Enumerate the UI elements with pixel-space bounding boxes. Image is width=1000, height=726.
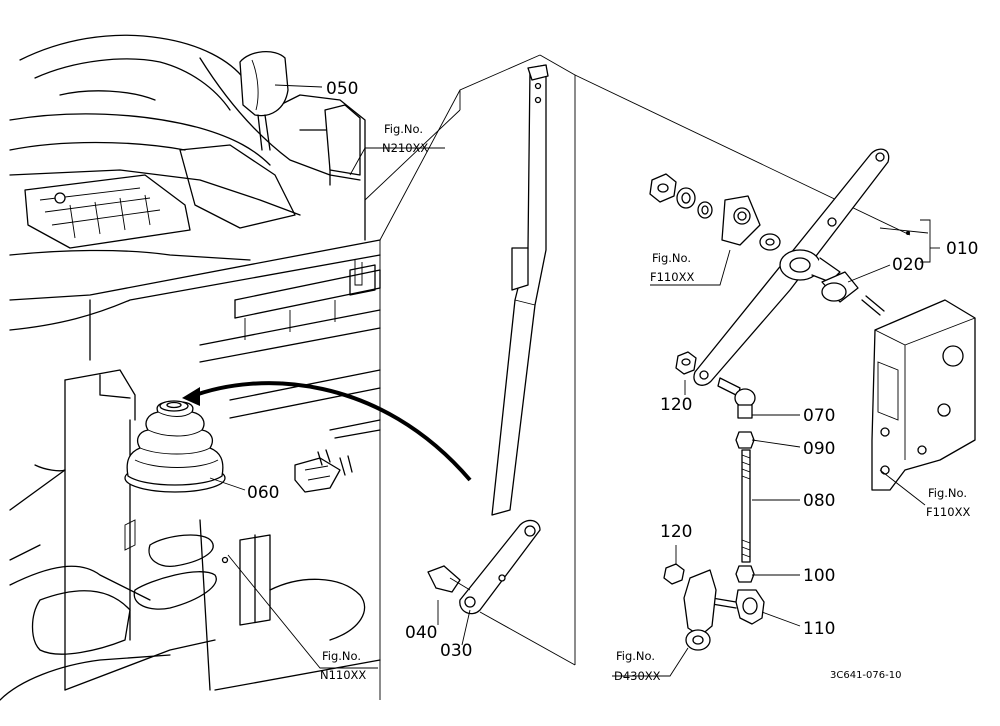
ball-joint-110: [711, 589, 765, 625]
fig-ref-f110-top: F110XX: [650, 270, 694, 284]
shift-lever-knob: [239, 51, 361, 176]
nut-120-upper: [675, 351, 697, 375]
fig-ref-f110-right: F110XX: [926, 505, 970, 519]
leader-lines: [209, 84, 940, 677]
label-020: 020: [892, 255, 924, 275]
nut-100: [735, 565, 755, 583]
bolt-040: [427, 565, 471, 593]
tractor-body-illustration: [0, 34, 381, 701]
label-100: 100: [803, 566, 835, 586]
assembly-arrow: [189, 381, 472, 482]
fig-ref-d430: D430XX: [614, 669, 661, 683]
label-090: 090: [803, 439, 835, 459]
label-040: 040: [405, 623, 437, 643]
label-060: 060: [247, 483, 279, 503]
shift-rod: [459, 64, 549, 615]
label-120-lower: 120: [660, 522, 692, 542]
arrow-head: [182, 387, 200, 406]
ball-joint-070: [717, 377, 756, 419]
fig-label-n110: Fig.No.: [322, 649, 361, 663]
housing-block: [871, 299, 976, 491]
collar-020: [821, 271, 885, 316]
section-divider-diag: [574, 74, 911, 236]
label-050: 050: [326, 79, 358, 99]
fig-label-f110-top: Fig.No.: [652, 251, 691, 265]
label-030: 030: [440, 641, 472, 661]
diagram-code: 3C641-076-10: [830, 670, 901, 681]
rubber-boot: [124, 400, 226, 493]
label-070: 070: [803, 406, 835, 426]
lever-arm-010: [693, 148, 890, 386]
label-120-upper: 120: [660, 395, 692, 415]
nut-090: [735, 431, 755, 449]
lower-bracket: [663, 563, 717, 651]
label-110: 110: [803, 619, 835, 639]
fig-ref-n110: N110XX: [320, 668, 366, 682]
fig-label-d430: Fig.No.: [616, 649, 655, 663]
shaft-hardware: [649, 173, 781, 251]
fig-label-n210: Fig.No.: [384, 122, 423, 136]
rod-080: [741, 449, 751, 563]
label-010: 010: [946, 239, 978, 259]
fig-ref-n210: N210XX: [382, 141, 428, 155]
section-divider-lower: [479, 611, 576, 666]
label-080: 080: [803, 491, 835, 511]
fig-label-f110-right: Fig.No.: [928, 486, 967, 500]
